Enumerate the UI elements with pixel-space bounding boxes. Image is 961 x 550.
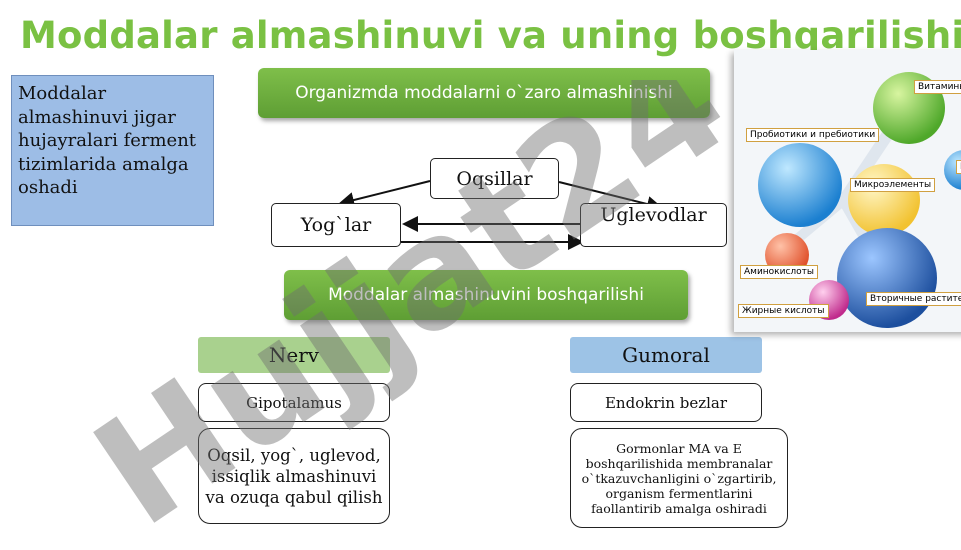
gumoral-header: Gumoral	[570, 337, 762, 373]
page-title: Moddalar almashinuvi va uning boshqarili…	[20, 14, 961, 57]
label-fattyacids: Жирные кислоты	[738, 304, 829, 318]
banner-metabolism: Organizmda moddalarni o`zaro almashinish…	[258, 68, 710, 118]
label-m: М	[956, 160, 961, 174]
node-oqsillar: Oqsillar	[430, 158, 559, 199]
gumoral-description: Gormonlar MA va E boshqarilishida membra…	[570, 428, 788, 528]
microelements-sphere	[848, 164, 920, 236]
arrow-oqsillar-to-yoglar	[338, 180, 431, 208]
nerv-description: Oqsil, yog`, uglevod, issiqlik almashinu…	[198, 428, 390, 524]
probiotics-sphere	[758, 143, 842, 227]
arrow-oqsillar-to-uglevodlar	[558, 181, 663, 212]
banner-regulation: Moddalar almashinuvini boshqarilishi	[284, 270, 688, 320]
label-secondary: Вторичные растительные	[866, 292, 961, 306]
label-vitamins: Витамины	[914, 80, 961, 94]
nerv-organ: Gipotalamus	[198, 383, 390, 422]
nerv-header: Nerv	[198, 337, 390, 373]
label-probiotics: Пробиотики и пребиотики	[746, 128, 880, 142]
info-note: Moddalar almashinuvi jigar hujayralari f…	[11, 75, 214, 226]
nutrients-illustration: Витамины Пробиотики и пребиотики Микроэл…	[734, 50, 961, 332]
label-microelements: Микроэлементы	[850, 178, 936, 192]
node-yoglar: Yog`lar	[271, 203, 401, 247]
secondary-sphere	[837, 228, 937, 328]
label-aminoacids: Аминокислоты	[740, 265, 819, 279]
gumoral-organ: Endokrin bezlar	[570, 383, 762, 422]
node-uglevodlar: Uglevodlar	[580, 203, 727, 247]
